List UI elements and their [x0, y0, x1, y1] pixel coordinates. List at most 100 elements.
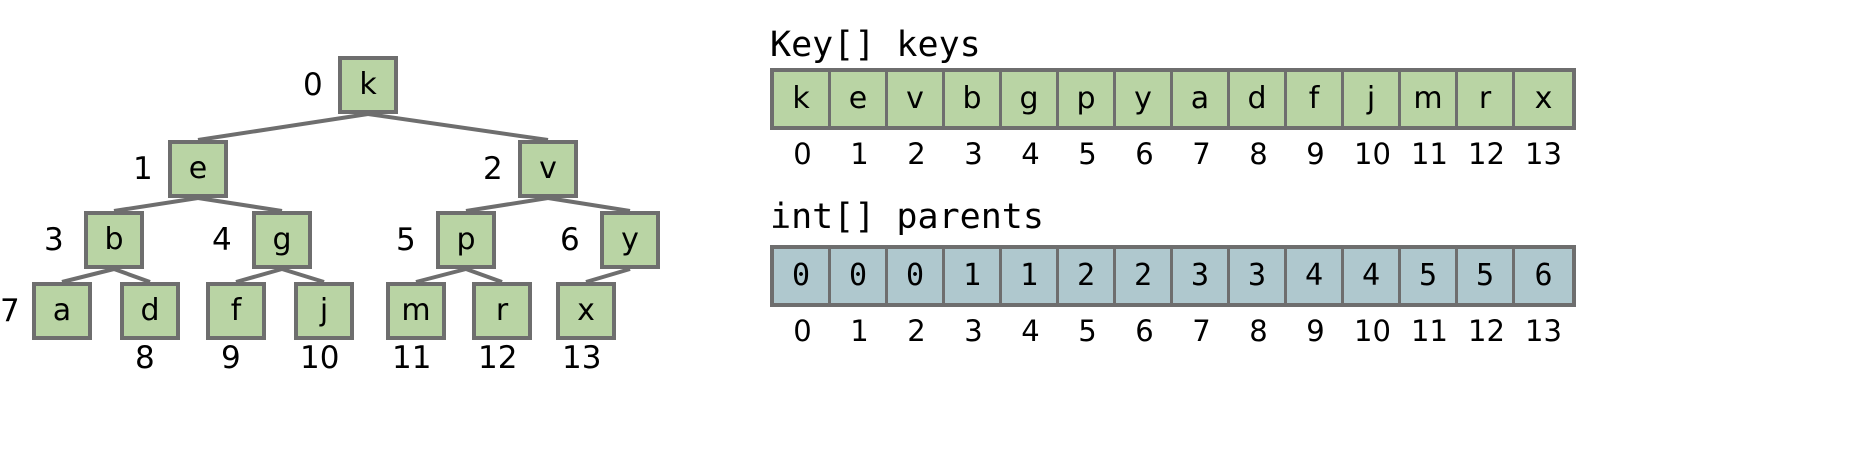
tree-edge: [197, 196, 283, 213]
tree-node-index-label: 8: [135, 340, 155, 376]
tree-edge: [465, 196, 549, 213]
array-cell-keys-3[interactable]: b: [945, 72, 1002, 126]
tree-node-k[interactable]: k: [338, 56, 398, 114]
tree-node-x[interactable]: x: [556, 282, 616, 340]
array-cell-parents-5[interactable]: 2: [1059, 249, 1116, 303]
array-cell-parents-8[interactable]: 3: [1230, 249, 1287, 303]
array-index-label-parents-13: 13: [1525, 314, 1562, 348]
array-index-label-parents-6: 6: [1135, 314, 1154, 348]
array-cell-keys-1[interactable]: e: [831, 72, 888, 126]
tree-node-index-label: 7: [0, 293, 20, 329]
array-index-label-parents-1: 1: [850, 314, 869, 348]
tree-node-b[interactable]: b: [84, 211, 144, 269]
array-index-label-parents-10: 10: [1354, 314, 1391, 348]
array-title-keys: Key[] keys: [770, 25, 981, 65]
array-index-label-parents-12: 12: [1468, 314, 1505, 348]
array-index-label-keys-0: 0: [793, 137, 812, 171]
array-index-label-keys-10: 10: [1354, 137, 1391, 171]
tree-node-index-label: 9: [221, 340, 241, 376]
array-cell-parents-7[interactable]: 3: [1173, 249, 1230, 303]
array-cell-keys-2[interactable]: v: [888, 72, 945, 126]
array-cell-parents-6[interactable]: 2: [1116, 249, 1173, 303]
tree-node-index-label: 0: [303, 67, 323, 103]
tree-edges: [61, 112, 631, 284]
tree-edge: [113, 267, 151, 284]
tree-node-d[interactable]: d: [120, 282, 180, 340]
array-index-label-keys-11: 11: [1411, 137, 1448, 171]
tree-edge: [61, 267, 115, 284]
tree-node-v[interactable]: v: [518, 140, 578, 198]
array-cell-keys-10[interactable]: j: [1344, 72, 1401, 126]
array-cell-parents-0[interactable]: 0: [774, 249, 831, 303]
array-cell-keys-6[interactable]: y: [1116, 72, 1173, 126]
array-index-label-parents-11: 11: [1411, 314, 1448, 348]
array-index-label-keys-9: 9: [1306, 137, 1325, 171]
tree-node-p[interactable]: p: [436, 211, 496, 269]
array-cell-parents-1[interactable]: 0: [831, 249, 888, 303]
array-cell-parents-2[interactable]: 0: [888, 249, 945, 303]
tree-node-index-label: 4: [212, 222, 232, 258]
tree-node-index-label: 11: [392, 340, 432, 376]
array-cell-keys-7[interactable]: a: [1173, 72, 1230, 126]
array-cell-parents-13[interactable]: 6: [1515, 249, 1572, 303]
tree-node-y[interactable]: y: [600, 211, 660, 269]
tree-node-index-label: 1: [133, 151, 153, 187]
array-index-label-parents-0: 0: [793, 314, 812, 348]
array-index-label-keys-12: 12: [1468, 137, 1505, 171]
array-cell-keys-9[interactable]: f: [1287, 72, 1344, 126]
tree-node-index-label: 5: [396, 222, 416, 258]
tree-node-index-label: 10: [300, 340, 340, 376]
array-cell-keys-5[interactable]: p: [1059, 72, 1116, 126]
tree-edge: [281, 267, 325, 284]
tree-edge: [585, 267, 631, 284]
array-index-label-keys-3: 3: [964, 137, 983, 171]
tree-node-j[interactable]: j: [294, 282, 354, 340]
array-index-label-parents-7: 7: [1192, 314, 1211, 348]
array-cell-parents-10[interactable]: 4: [1344, 249, 1401, 303]
array-cell-keys-12[interactable]: r: [1458, 72, 1515, 126]
tree-node-index-label: 13: [562, 340, 602, 376]
array-cell-parents-9[interactable]: 4: [1287, 249, 1344, 303]
tree-edge: [465, 267, 503, 284]
array-cell-keys-4[interactable]: g: [1002, 72, 1059, 126]
array-index-label-keys-7: 7: [1192, 137, 1211, 171]
array-index-label-parents-3: 3: [964, 314, 983, 348]
tree-node-index-label: 6: [560, 222, 580, 258]
tree-edge: [235, 267, 283, 284]
array-index-label-parents-4: 4: [1021, 314, 1040, 348]
array-cell-keys-13[interactable]: x: [1515, 72, 1572, 126]
array-index-label-keys-1: 1: [850, 137, 869, 171]
array-cell-parents-12[interactable]: 5: [1458, 249, 1515, 303]
array-cell-keys-8[interactable]: d: [1230, 72, 1287, 126]
tree-node-e[interactable]: e: [168, 140, 228, 198]
tree-edge: [197, 112, 369, 142]
tree-node-m[interactable]: m: [386, 282, 446, 340]
array-cell-keys-11[interactable]: m: [1401, 72, 1458, 126]
tree-node-index-label: 3: [44, 222, 64, 258]
tree-edge: [113, 196, 199, 213]
tree-edge: [367, 112, 549, 142]
tree-edge: [415, 267, 467, 284]
array-cell-keys-0[interactable]: k: [774, 72, 831, 126]
tree-node-r[interactable]: r: [472, 282, 532, 340]
array-cell-parents-3[interactable]: 1: [945, 249, 1002, 303]
array-index-label-parents-9: 9: [1306, 314, 1325, 348]
tree-node-index-label: 12: [478, 340, 518, 376]
array-index-label-keys-8: 8: [1249, 137, 1268, 171]
tree-node-a[interactable]: a: [32, 282, 92, 340]
tree-node-f[interactable]: f: [206, 282, 266, 340]
array-index-label-parents-2: 2: [907, 314, 926, 348]
array-cell-parents-11[interactable]: 5: [1401, 249, 1458, 303]
tree-edge: [547, 196, 631, 213]
array-index-label-keys-4: 4: [1021, 137, 1040, 171]
array-index-label-keys-6: 6: [1135, 137, 1154, 171]
array-cell-parents-4[interactable]: 1: [1002, 249, 1059, 303]
tree-node-g[interactable]: g: [252, 211, 312, 269]
array-index-label-keys-5: 5: [1078, 137, 1097, 171]
